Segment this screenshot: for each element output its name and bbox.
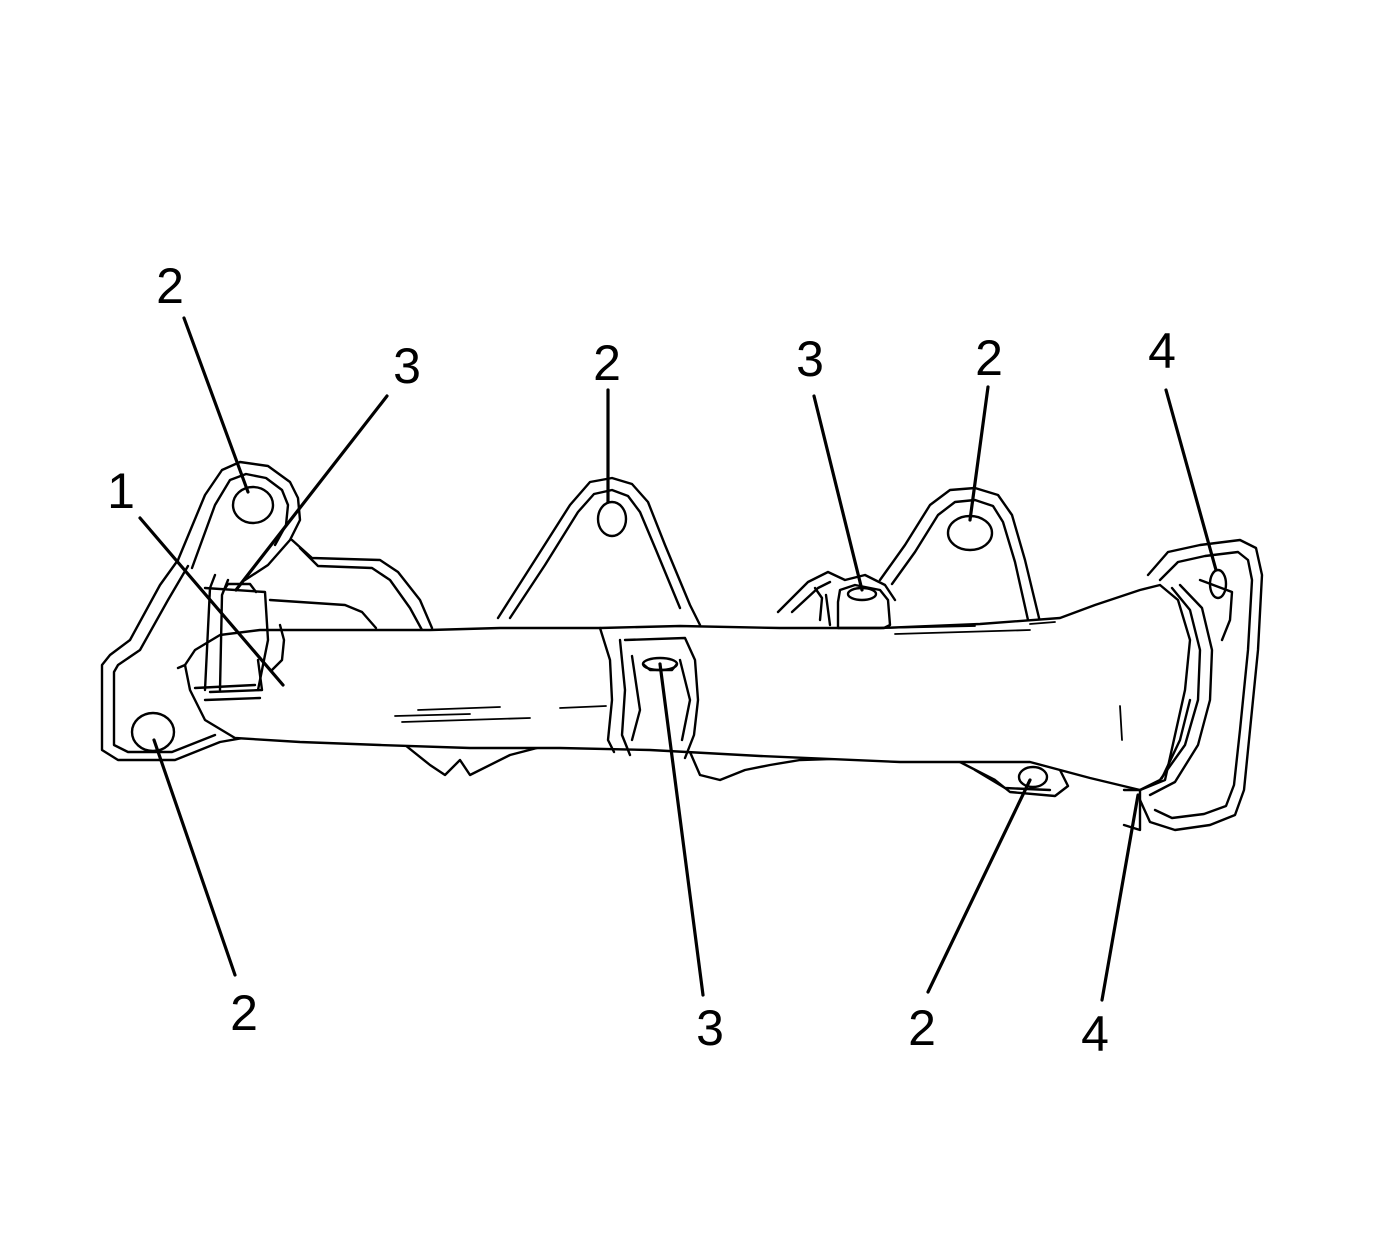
callout-2-upper-left: 2 bbox=[156, 258, 184, 314]
leader-1 bbox=[138, 516, 285, 687]
leader-4-lower bbox=[1100, 793, 1140, 1002]
callout-4-upper: 4 bbox=[1148, 323, 1176, 379]
leader-2-upper-right bbox=[968, 385, 990, 522]
leader-4-upper bbox=[1164, 388, 1218, 572]
leader-3-upper-left bbox=[234, 394, 389, 592]
bolt-right bbox=[836, 583, 892, 630]
bolt-hole-upper-middle bbox=[596, 500, 628, 538]
leader-lines bbox=[138, 316, 1218, 1002]
pipe-shading bbox=[394, 621, 1123, 741]
callout-1: 1 bbox=[107, 463, 135, 519]
callout-labels: 1 2 3 2 3 2 4 2 3 2 4 bbox=[107, 258, 1176, 1062]
callout-3-lower: 3 bbox=[696, 1000, 724, 1056]
callout-2-lower-left: 2 bbox=[230, 985, 258, 1041]
leader-3-lower bbox=[658, 662, 705, 997]
callout-2-upper-middle: 2 bbox=[593, 335, 621, 391]
callout-2-upper-right: 2 bbox=[975, 330, 1003, 386]
bolt-hole-upper-left bbox=[231, 485, 275, 525]
callout-4-lower: 4 bbox=[1081, 1006, 1109, 1062]
callout-2-lower-right: 2 bbox=[908, 1000, 936, 1056]
bolt-hole-lower-right bbox=[1017, 765, 1049, 789]
bolt-hole-lower-left bbox=[130, 711, 176, 753]
outlet-flange bbox=[1122, 538, 1264, 832]
leader-3-upper-right bbox=[812, 394, 864, 592]
callout-3-upper-right: 3 bbox=[796, 331, 824, 387]
leader-2-lower-right bbox=[926, 778, 1032, 994]
leader-2-lower-left bbox=[152, 738, 237, 977]
bolt-holes bbox=[130, 485, 1049, 789]
callout-3-upper-left: 3 bbox=[393, 338, 421, 394]
leader-2-upper-left bbox=[182, 316, 250, 494]
